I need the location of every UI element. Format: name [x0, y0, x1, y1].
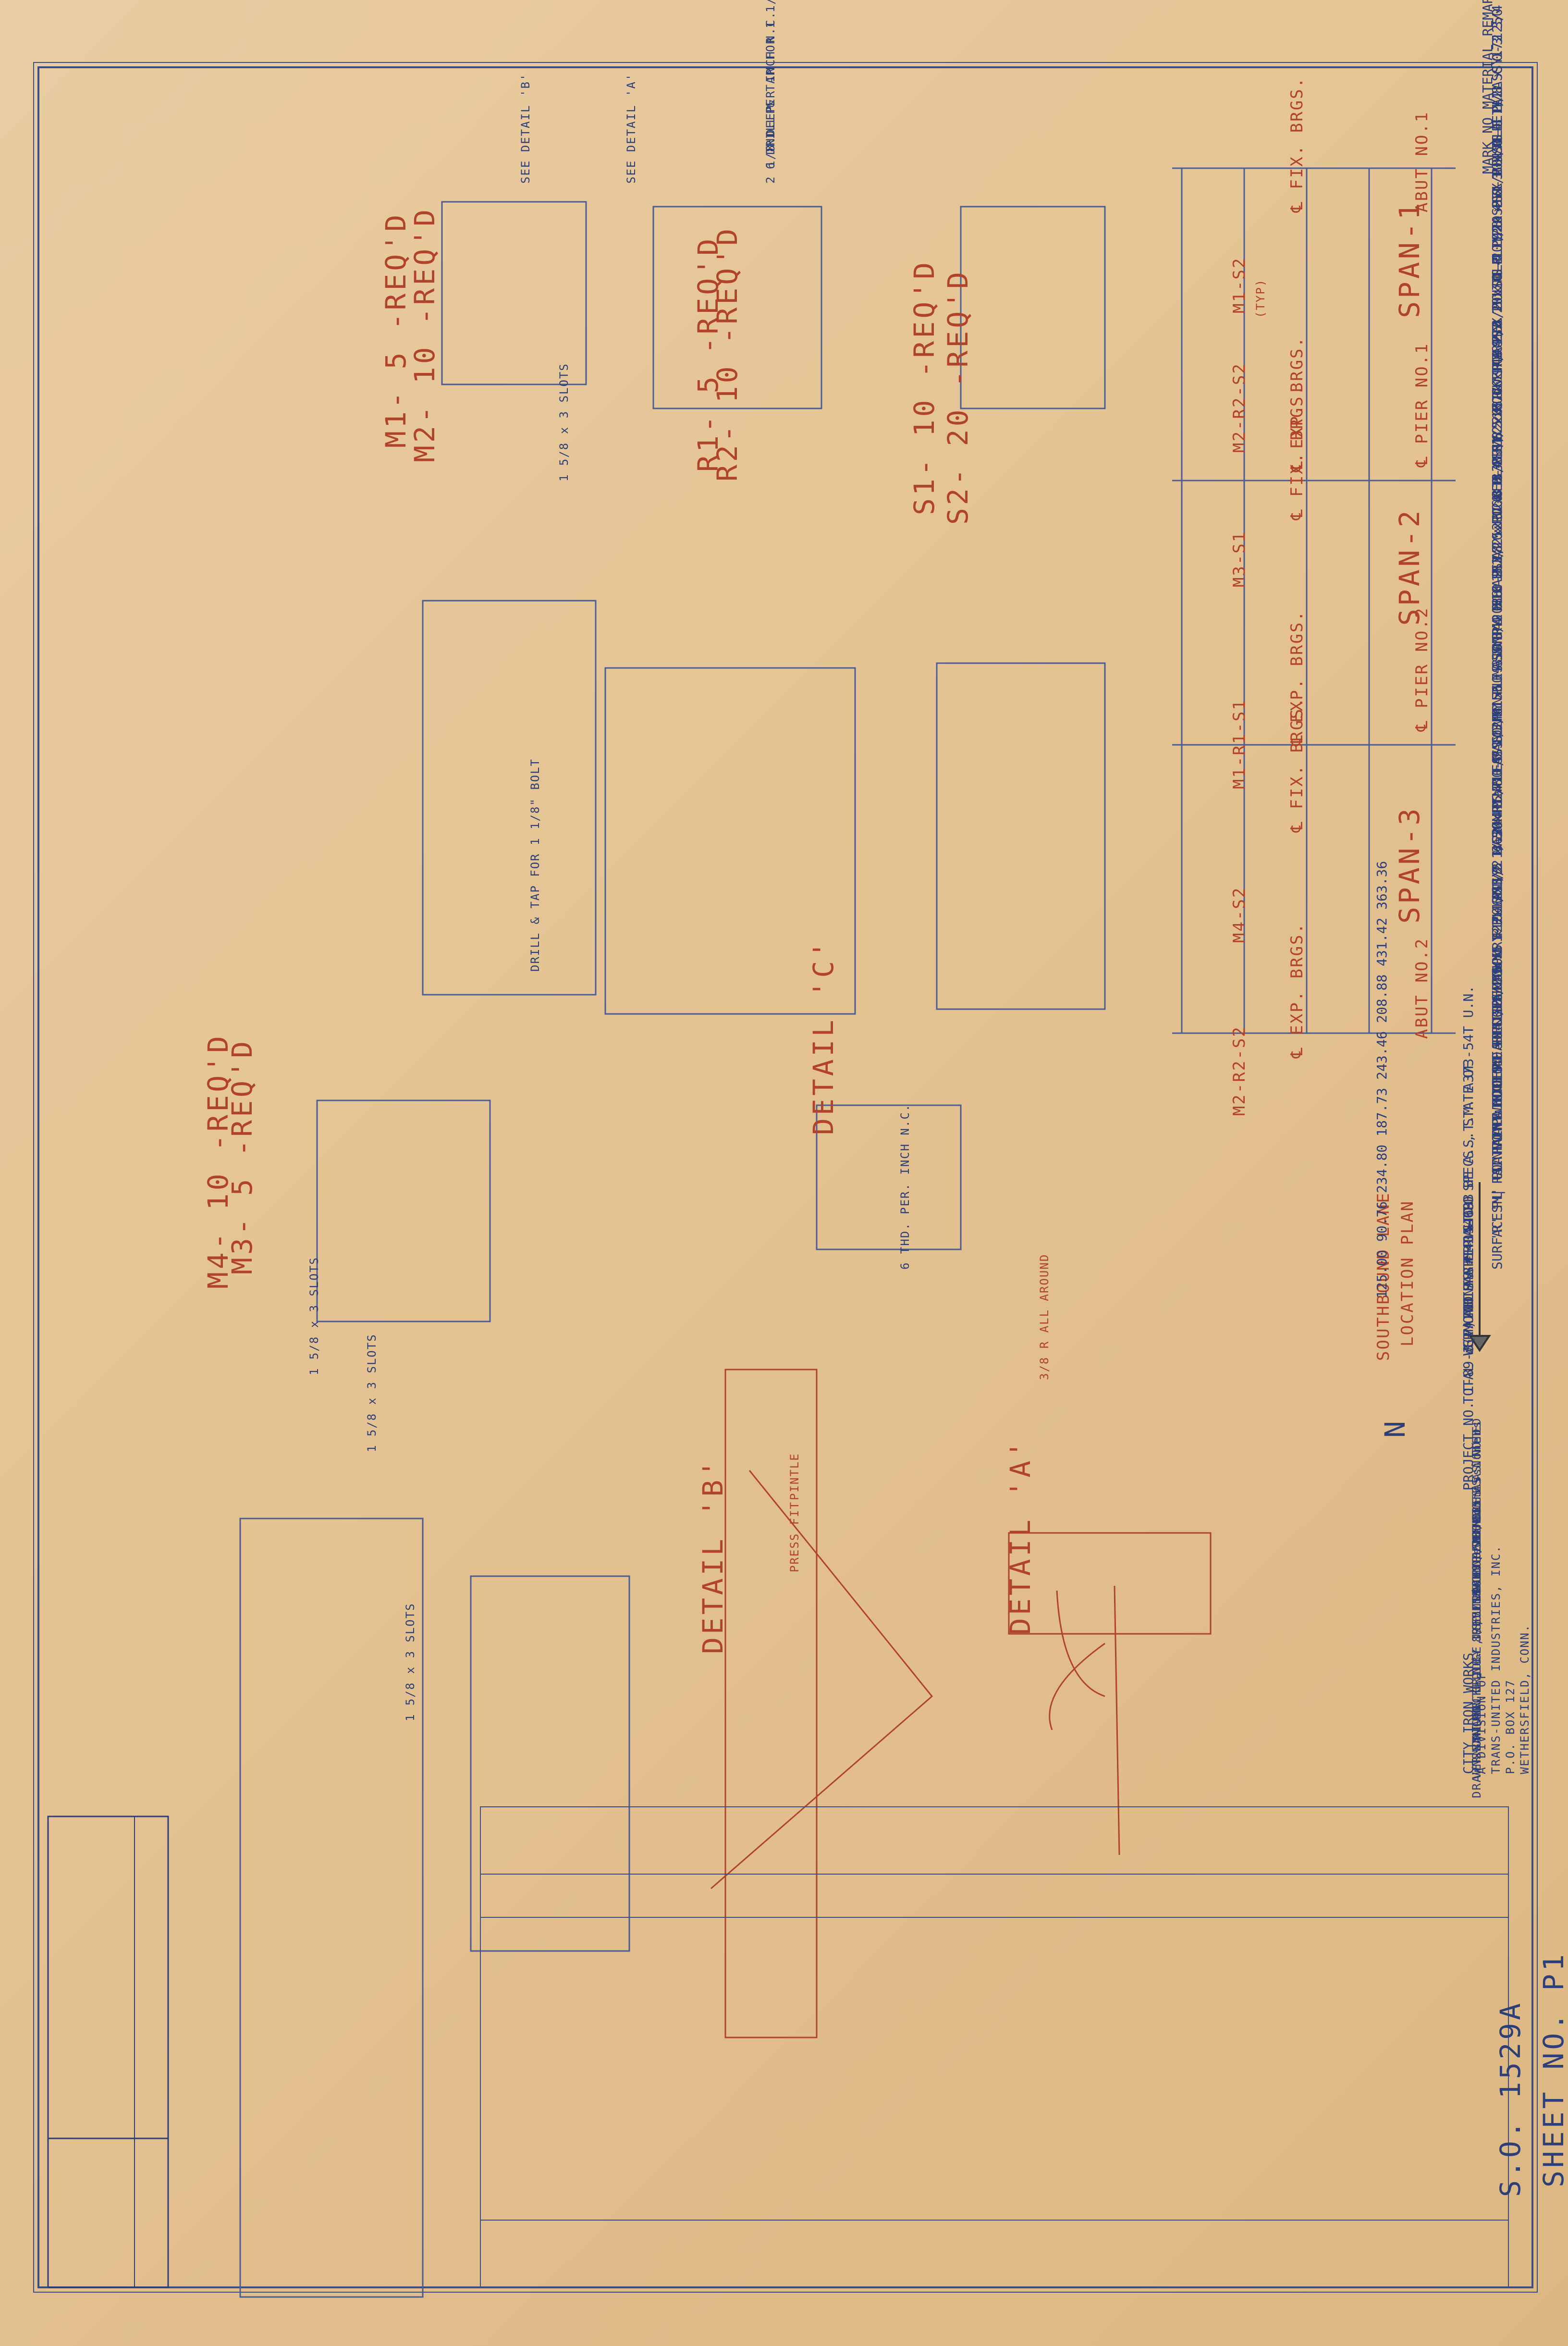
label-fix-brgs-1: ℄ FIX. BRGS.: [1287, 76, 1307, 212]
label-abut-2: ABUT NO.2: [1412, 937, 1432, 1039]
see-detail-b: SEE DETAIL 'B': [519, 73, 532, 184]
company-city: WETHERSFIELD, CONN.: [1518, 1624, 1531, 1774]
label-span-2: SPAN-2: [1393, 507, 1426, 626]
drill-tap-note-4: DRILL & TAP FOR 1 1/8" BOLT: [528, 758, 542, 972]
label-span-3: SPAN-3: [1393, 805, 1426, 924]
slots-note-3: 1 5/8 x 3 SLOTS: [365, 1334, 379, 1452]
mark-s1-s2: S1- 10 -REQ'D: [908, 259, 941, 515]
drill-tap-note-3: 2 1/8 DEEP: [764, 104, 777, 184]
label-m1-r1-s1: M1-R1-S1: [1230, 699, 1249, 789]
slots-note-1: 1 5/8 x 3 SLOTS: [557, 363, 571, 482]
pintle-label: PINTLE: [788, 1453, 801, 1500]
slots-note-4: 1 5/8 x 3 SLOTS: [404, 1603, 417, 1721]
label-m2-r2-s2: M2-R2-S2: [1230, 362, 1249, 453]
detail-b-title: DETAIL 'B': [697, 1457, 729, 1654]
label-span-1: SPAN-1: [1393, 200, 1426, 318]
north-arrow-label: N: [1379, 1418, 1411, 1438]
bom-weights-col: 125.00 90.76 234.80 187.73 243.46 208.88…: [1374, 861, 1390, 1298]
sheet-number: SHEET NO. P1: [1537, 1951, 1568, 2187]
label-pier-1: ℄ PIER NO.1: [1412, 342, 1432, 467]
slots-note-2: 1 5/8 x 3 SLOTS: [307, 1257, 321, 1375]
three-r-all-around: 3/8 R ALL AROUND: [1038, 1253, 1051, 1380]
label-exp-brgs-3: ℄ EXP. BRGS.: [1287, 922, 1307, 1058]
label-fix-brgs-3: ℄ FIX. BRGS.: [1287, 696, 1307, 832]
label-fix-brgs-2: ℄ FIX. BRGS.: [1287, 384, 1307, 520]
label-abut-1: ABUT NO.1: [1412, 111, 1432, 212]
label-m1-s2: M1-S2: [1230, 257, 1249, 313]
mark-m1-m2: M1- 5 -REQ'D: [380, 211, 412, 448]
see-detail-a: SEE DETAIL 'A': [625, 73, 638, 184]
detail-c-title: DETAIL 'C': [807, 938, 840, 1135]
label-m4-s2: M4-S2: [1230, 886, 1249, 943]
label-m2-r2-s2-b: M2-R2-S2: [1230, 1025, 1249, 1116]
detail-c-thread-note: 6 THD. PER. INCH N.C.: [898, 1103, 912, 1270]
mark-m3-m4-sub: M4- 10 -REQ'D: [202, 1033, 234, 1289]
shop-order-number: S.O. 1529A: [1494, 2000, 1527, 2197]
label-typ-1: (TYP): [1254, 278, 1267, 318]
mark-s1-s2-sub: S2- 20 -REQ'D: [942, 269, 974, 525]
mark-m1-m2-sub: M2- 10 -REQ'D: [408, 207, 441, 462]
bom-paint-surfaces: SURFACES | COAT OF WHITE LEAD & TALLOW.: [1489, 953, 1505, 1270]
label-m3-s1: M3-S1: [1230, 531, 1249, 587]
mark-r1-r2-sub: R2- 10 -REQ'D: [711, 226, 744, 482]
company-parent: TRANS-UNITED INDUSTRIES, INC.: [1489, 1544, 1503, 1774]
press-fit-label: PRESS FIT: [788, 1501, 801, 1572]
title-drawn-by: DRAWN BY CHECKED BY J.E. DATE 7/28/63: [1470, 1506, 1483, 1798]
location-plan-title: LOCATION PLAN: [1398, 1199, 1417, 1346]
detail-a-title: DETAIL 'A': [1004, 1438, 1037, 1635]
company-address: P.O. BOX 127: [1504, 1679, 1517, 1774]
